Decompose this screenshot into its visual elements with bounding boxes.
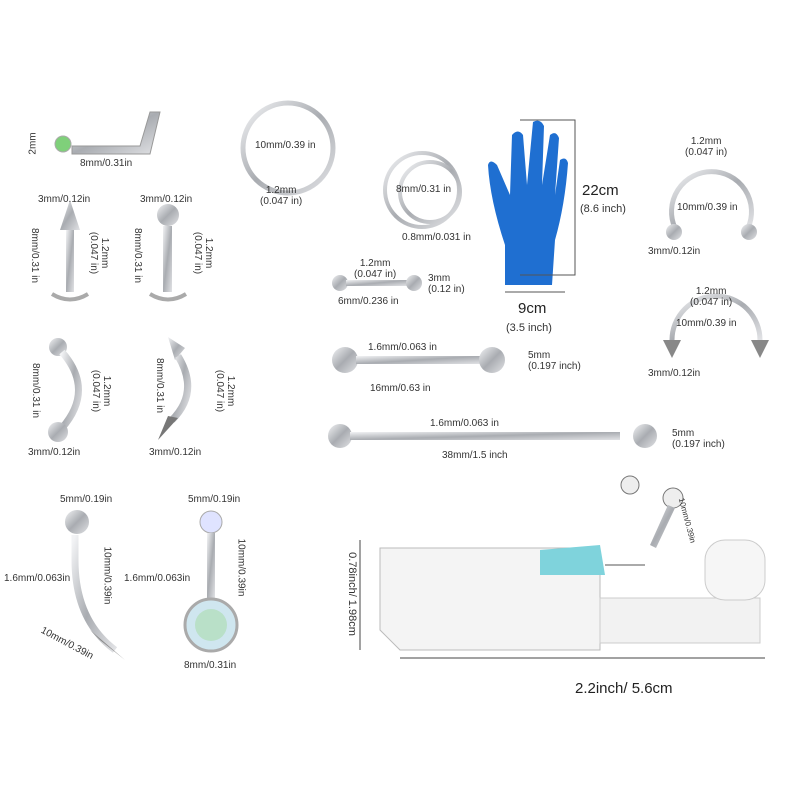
belly-ring-2-top-label: 5mm/0.19in — [188, 494, 241, 505]
industrial-ball-label: 5mm (0.197 inch) — [672, 428, 725, 450]
belly-ring-gem-icon — [183, 510, 239, 653]
spiral-ring-icon — [383, 151, 462, 229]
hoop-diameter-label: 10mm/0.39 in — [255, 140, 316, 151]
ball-labret-length-label: 8mm/0.31 in — [132, 227, 144, 284]
glove-icon — [488, 120, 568, 286]
hoop-gauge-label: 1.2mm (0.047 in) — [260, 185, 303, 207]
spike-labret-icon — [50, 200, 90, 302]
horseshoe-diameter-label: 10mm/0.39 in — [677, 202, 738, 213]
curved-spike-icon — [158, 337, 192, 440]
piercing-gun-width-label: 2.2inch/ 5.6cm — [575, 680, 673, 697]
ball-labret-icon — [148, 204, 188, 302]
belly-ring-spike-icon — [65, 510, 125, 660]
glove-width-inch-label: (3.5 inch) — [506, 322, 552, 334]
industrial-barbell-icon — [328, 424, 657, 448]
belly-ring-1-length-label: 10mm/0.39in — [101, 546, 113, 605]
curved-spike-bottom-label: 3mm/0.12in — [149, 447, 202, 458]
small-barbell-length-label: 6mm/0.236 in — [338, 296, 399, 307]
nose-stud-height-label: 2mm — [27, 132, 39, 155]
horseshoe-gauge-label: 1.2mm (0.047 in) — [685, 136, 728, 158]
barbell-length-label: 16mm/0.63 in — [370, 383, 431, 394]
spiral-diameter-label: 8mm/0.31 in — [396, 184, 452, 195]
spike-horseshoe-icon — [663, 293, 769, 358]
spike-labret-length-label: 8mm/0.31 in — [29, 227, 41, 284]
spike-horseshoe-diameter-label: 10mm/0.39 in — [676, 318, 737, 329]
industrial-length-label: 38mm/1.5 inch — [442, 450, 508, 461]
ball-labret-top-label: 3mm/0.12in — [140, 194, 193, 205]
spike-horseshoe-spike-label: 3mm/0.12in — [648, 368, 701, 379]
barbell-ball-label: 5mm (0.197 inch) — [528, 350, 581, 372]
small-barbell-ball-label: 3mm (0.12 in) — [428, 273, 465, 295]
industrial-gauge-label: 1.6mm/0.063 in — [430, 418, 499, 429]
horseshoe-ball-label: 3mm/0.12in — [648, 246, 701, 257]
nose-stud-icon — [54, 111, 161, 155]
spike-labret-top-label: 3mm/0.12in — [38, 194, 91, 205]
glove-width-label: 9cm — [518, 300, 547, 317]
barbell-gauge-label: 1.6mm/0.063 in — [368, 342, 437, 353]
straight-barbell-icon — [332, 347, 505, 373]
belly-ring-2-bottom-label: 8mm/0.31in — [184, 660, 237, 671]
ball-labret-gauge-label: 1.2mm (0.047 in) — [192, 231, 215, 275]
curved-barbell-icon — [48, 338, 82, 442]
piercing-gun-icon — [379, 539, 766, 651]
curved-spike-length-label: 8mm/0.31 in — [154, 357, 166, 414]
belly-ring-2-length-label: 10mm/0.39in — [235, 538, 247, 597]
belly-ring-1-ball-label: 5mm/0.19in — [60, 494, 113, 505]
curved-ball-bottom-label: 3mm/0.12in — [28, 447, 81, 458]
curved-spike-gauge-label: 1.2mm (0.047 in) — [214, 369, 237, 413]
small-barbell-icon — [332, 275, 422, 291]
glove-height-label: 22cm — [582, 182, 619, 199]
belly-ring-1-gauge-label: 1.6mm/0.063in — [4, 573, 71, 584]
spiral-gauge-label: 0.8mm/0.031 in — [402, 232, 471, 243]
spike-horseshoe-gauge-label: 1.2mm (0.047 in) — [690, 286, 733, 308]
curved-ball-length-label: 8mm/0.31 in — [30, 362, 42, 419]
belly-ring-2-gauge-label: 1.6mm/0.063in — [124, 573, 191, 584]
curved-ball-gauge-label: 1.2mm (0.047 in) — [90, 369, 113, 413]
glove-height-inch-label: (8.6 inch) — [580, 203, 626, 215]
spike-labret-gauge-label: 1.2mm (0.047 in) — [88, 231, 111, 275]
nose-stud-length-label: 8mm/0.31in — [80, 158, 133, 169]
ear-stud-icon — [620, 475, 684, 548]
hoop-ring-icon — [240, 100, 336, 196]
piercing-gun-height-label: 0.78inch/ 1.98cm — [345, 552, 358, 636]
horseshoe-ring-icon — [666, 169, 757, 240]
small-barbell-gauge-label: 1.2mm (0.047 in) — [354, 258, 397, 280]
